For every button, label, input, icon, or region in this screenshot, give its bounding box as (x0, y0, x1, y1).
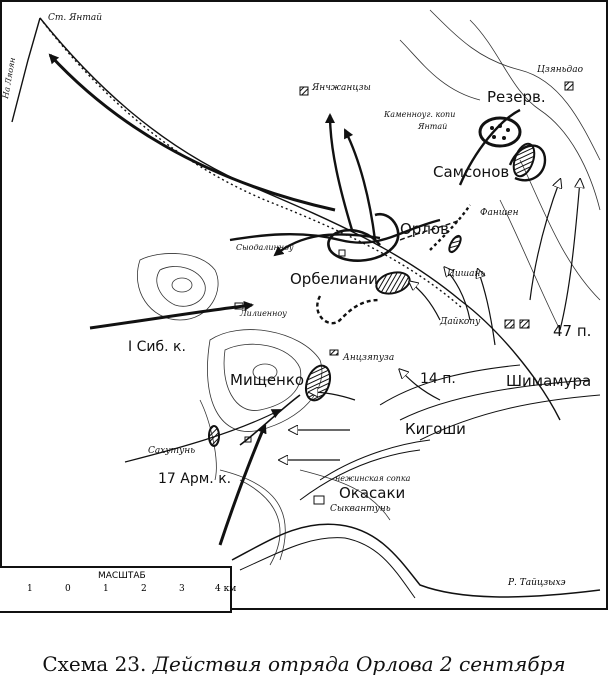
label-shimamura: Шимамура (506, 372, 592, 390)
label-yanchzhuntszy: Янчжанцзы (312, 83, 371, 93)
reserve-unit (478, 116, 522, 148)
front-lines (229, 108, 521, 325)
label-nezhinskaya: нежинская сопка (335, 474, 411, 483)
label-satutun: Сахутунь (148, 446, 196, 456)
label-kamennougl-kopi: Каменноуг. копи (384, 110, 456, 119)
scale-title: МАСШТАБ (98, 571, 146, 581)
japanese-fronts (299, 364, 601, 501)
label-daikopu: Дайкопу (440, 317, 481, 327)
scale-box (0, 566, 232, 613)
label-kigoshi: Кигоши (405, 420, 466, 438)
scale-tick-1: 0 (65, 584, 71, 594)
label-liliennou: Лилиенноу (240, 309, 287, 318)
reserve-dots (490, 124, 510, 140)
label-orlov: Орлов (400, 220, 449, 238)
label-mishchenko: Мищенко (230, 371, 305, 389)
label-okasaki: Окасаки (339, 484, 406, 502)
scale-tick-0: 1 (27, 584, 33, 594)
label-sykvantun: Сыквантунь (330, 504, 391, 514)
label-antszyapuza: Анцзяпуза (343, 353, 395, 363)
label-orbeliani: Орбелиани (290, 270, 378, 288)
japanese-arrows (280, 180, 580, 460)
label-syodalinnou: Сыодалинноу (236, 243, 294, 252)
orlov-maneuver (327, 212, 400, 262)
label-yantai: Янтай (418, 122, 448, 131)
label-sib-corps: I Сиб. к. (128, 339, 186, 355)
scale-tick-2: 1 (103, 584, 109, 594)
figure-caption: Схема 23. Действия отряда Орлова 2 сентя… (0, 652, 608, 676)
orlov-route (399, 219, 461, 241)
russian-arrows (48, 53, 336, 546)
scale-tick-3: 2 (141, 584, 147, 594)
river (231, 523, 601, 598)
caption-prefix: Схема 23. (42, 652, 147, 676)
label-samsonov: Самсонов (433, 163, 510, 181)
label-army17: 17 Арм. к. (158, 471, 232, 487)
map-frame (0, 0, 608, 610)
label-author: Р. Тайцзыхэ (508, 578, 566, 588)
russian-attack-arrows (124, 113, 381, 463)
label-p14: 14 п. (420, 371, 456, 387)
label-fanshen: Фаншен (480, 208, 519, 218)
river-bank (239, 537, 416, 599)
label-reserve: Резерв. (487, 88, 546, 106)
scale-tick-4: 3 (179, 584, 185, 594)
label-tsishan: Цишань (447, 269, 486, 279)
label-tsyandao: Цзяньдао (537, 65, 584, 75)
caption-text: Действия отряда Орлова 2 сентября (152, 652, 566, 676)
railway (11, 17, 561, 421)
hatched-units (208, 142, 536, 447)
scale-tick-5: 4 км (215, 584, 237, 594)
label-st-yantai: Ст. Янтай (48, 13, 103, 23)
label-p47: 47 п. (553, 322, 592, 340)
